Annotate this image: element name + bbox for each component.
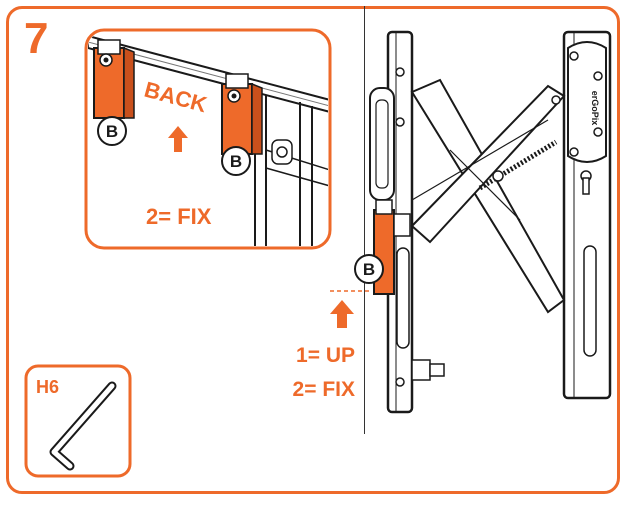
badge-b-left [97,116,127,146]
panel-divider [364,6,365,434]
main-up-label: 1= UP [296,344,355,367]
badge-b-main [354,254,384,284]
arm-lower [410,84,566,244]
right-slot [583,245,597,357]
hook-left [93,39,135,119]
up-arrow-icon [168,126,188,152]
badge-b-main-text: B [363,260,375,279]
badge-b-left-text: B [106,122,118,141]
brand-logo-text: erGoPix [590,91,600,126]
hook-right [221,73,263,155]
mount-frame [254,92,313,246]
arm-upper [410,78,566,314]
threaded-rod [478,139,558,191]
tool-inset: H6 [24,364,132,478]
badge-b-right [221,146,251,176]
detail-fix-label: 2= FIX [146,204,212,229]
detail-inset: B B BACK 2= FIX [84,28,332,250]
badge-b-right-text: B [230,152,242,171]
tool-label: H6 [36,377,59,397]
instruction-frame [6,6,620,494]
main-fix-label: 2= FIX [293,378,355,401]
left-slot [396,247,410,349]
wall-mount-drawing [369,30,612,414]
main-up-arrow-icon [330,300,354,328]
step-number: 7 [24,14,49,63]
